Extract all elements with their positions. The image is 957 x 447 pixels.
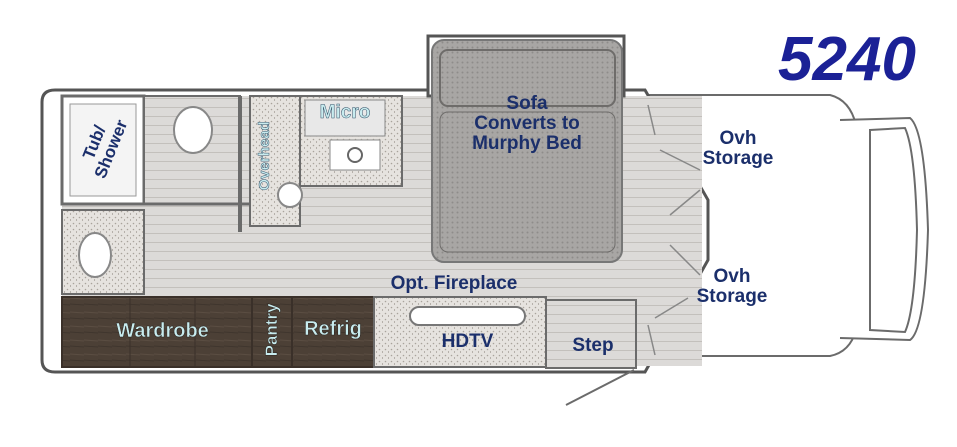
sofa bbox=[431, 39, 623, 263]
overhead-label: Overhead bbox=[256, 121, 274, 191]
microwave bbox=[304, 99, 386, 137]
bathroom bbox=[60, 94, 250, 295]
micro-label: Micro bbox=[319, 102, 371, 123]
refrig-label: Refrig bbox=[304, 318, 362, 340]
door-swing-lines bbox=[647, 104, 701, 356]
pantry-label: Pantry bbox=[262, 303, 282, 357]
galley bbox=[249, 95, 403, 227]
wardrobe bbox=[61, 296, 253, 368]
toilet bbox=[173, 106, 213, 154]
fireplace bbox=[409, 306, 526, 326]
pantry bbox=[251, 296, 293, 368]
sofa-label: Sofa Converts to Murphy Bed bbox=[472, 93, 582, 154]
ovh-storage-bottom-label: Ovh Storage bbox=[696, 266, 768, 307]
galley-sink bbox=[277, 182, 303, 208]
cooktop bbox=[329, 139, 381, 171]
wardrobe-label: Wardrobe bbox=[116, 320, 209, 342]
opt-fireplace-label: Opt. Fireplace bbox=[390, 273, 518, 294]
sink bbox=[78, 232, 112, 278]
entry-door bbox=[565, 369, 635, 406]
step-label: Step bbox=[572, 335, 614, 356]
entry-step bbox=[545, 299, 637, 369]
hdtv-label: HDTV bbox=[441, 331, 494, 352]
refrigerator bbox=[291, 296, 375, 368]
sofa-slideout bbox=[426, 34, 626, 263]
ovh-storage-top-label: Ovh Storage bbox=[702, 128, 774, 169]
model-number: 5240 bbox=[778, 25, 916, 94]
lower-cabinets bbox=[61, 296, 637, 406]
